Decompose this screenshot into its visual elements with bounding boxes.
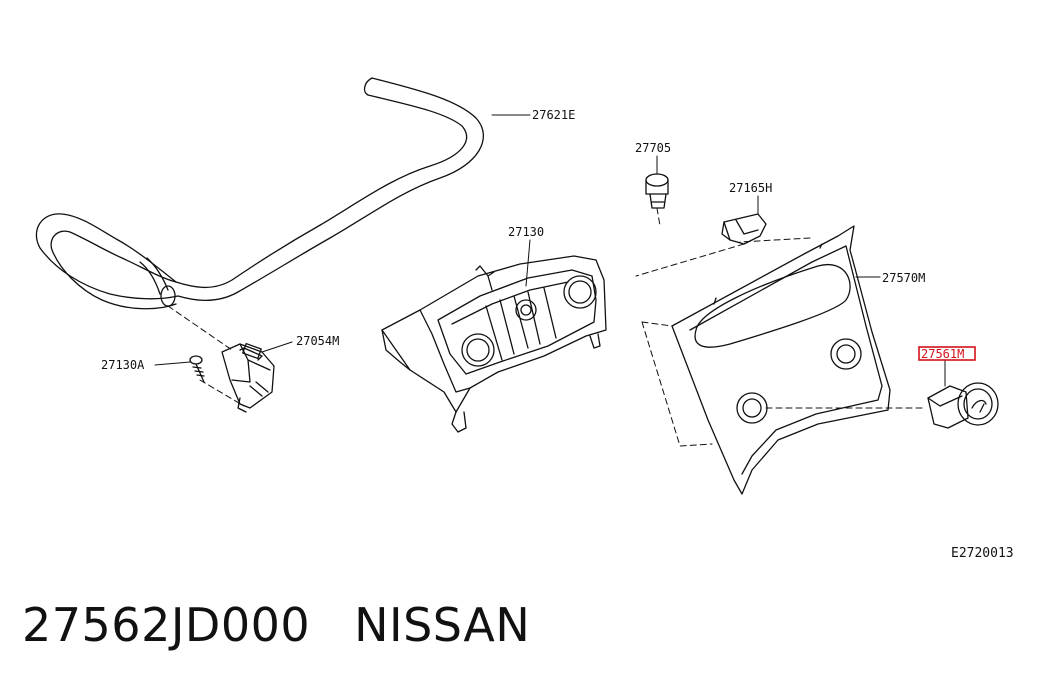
aspirator-hose [35,77,484,310]
label-27130: 27130 [508,225,544,239]
ac-control-unit [381,255,607,433]
dashed-lines [167,207,927,447]
label-27165h: 27165H [729,181,772,195]
switch [927,382,999,429]
label-27705: 27705 [635,141,671,155]
part-number: 27562JD000 [22,598,311,652]
figure-id: E2720013 [951,546,1014,561]
highlight-box [918,346,976,361]
clip [721,213,767,245]
leader-lines [154,114,946,387]
label-27130a: 27130A [101,358,145,372]
screw [189,355,205,383]
bulb [645,173,669,209]
brand-name: NISSAN [354,598,531,652]
part-labels: 27621E 27705 27165H 27130 27570M 27054M … [101,108,1014,561]
parts-diagram: 27621E 27705 27165H 27130 27570M 27054M … [35,77,1014,561]
finisher-panel [671,225,891,495]
aspirator-sensor [221,342,275,413]
part-caption: 27562JD000 NISSAN [22,598,530,652]
label-27570m: 27570M [882,271,925,285]
label-27561m[interactable]: 27561M [921,347,964,361]
label-27621e: 27621E [532,108,575,122]
label-27054m: 27054M [296,334,339,348]
